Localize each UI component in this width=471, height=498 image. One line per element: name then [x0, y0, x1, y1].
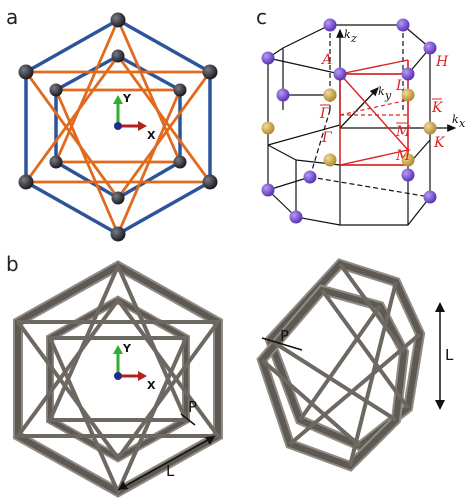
dimension-p-left: P — [180, 398, 197, 426]
point-M-bar: M — [395, 124, 411, 140]
x-axis-label-b: X — [147, 379, 156, 392]
y-axis-label: Y — [122, 92, 132, 105]
panel-a: a Y X — [6, 5, 218, 242]
purple-atoms — [261, 18, 437, 224]
l-label-left: L — [166, 462, 175, 480]
dimension-l-right: L — [435, 302, 454, 410]
p-label-left: P — [188, 398, 197, 416]
y-axis-label-b: Y — [122, 342, 132, 355]
xyz-axis-triad-icon: Y X — [113, 92, 156, 142]
kx-sub-label: x — [459, 117, 466, 130]
kz-label: k — [344, 28, 351, 41]
high-symmetry-labels: A H L Γ K Γ M M K — [319, 52, 449, 164]
panel-label-b: b — [6, 252, 19, 276]
ky-sub-label: y — [384, 89, 392, 102]
point-K-bar: K — [431, 100, 444, 116]
high-symmetry-path — [339, 59, 409, 166]
frame-side-view — [256, 258, 426, 472]
k-y-axis: k y — [339, 85, 392, 129]
ky-label: k — [378, 85, 385, 98]
frame-top-view — [13, 260, 223, 498]
xyz-axis-triad-icon-b: Y X — [113, 342, 156, 392]
panel-label-c: c — [256, 5, 267, 29]
panel-c: c — [256, 5, 466, 226]
lattice-nodes — [18, 12, 218, 242]
p-label-right: P — [280, 327, 289, 345]
hidden-edges — [309, 25, 431, 198]
point-L: L — [395, 78, 405, 94]
point-K: K — [433, 135, 446, 151]
point-M: M — [395, 148, 411, 164]
point-Gamma: Γ — [321, 130, 333, 146]
kz-sub-label: z — [350, 32, 357, 45]
panel-b: b Y X P — [6, 252, 454, 498]
point-H: H — [435, 54, 449, 70]
point-A: A — [320, 52, 332, 68]
panel-label-a: a — [6, 5, 18, 29]
star-bonds — [23, 16, 213, 238]
point-gamma-bar: Γ — [319, 106, 331, 122]
x-axis-label: X — [147, 129, 156, 142]
l-label-right: L — [445, 346, 454, 364]
dimension-l-left: L — [117, 435, 216, 491]
kx-label: k — [452, 113, 459, 126]
dimension-p-right: P — [261, 327, 303, 351]
high-symmetry-plane — [339, 99, 409, 116]
gold-atoms — [261, 88, 437, 167]
